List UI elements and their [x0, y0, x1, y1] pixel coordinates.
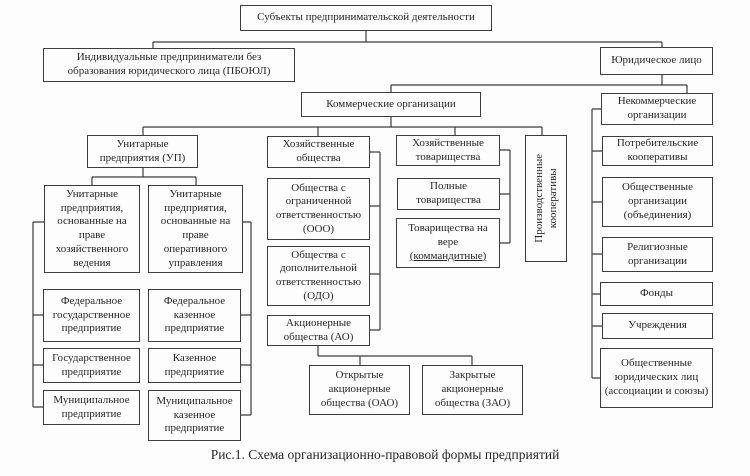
node-business-companies: Хозяйственные общества: [267, 136, 370, 168]
node-federal-kazennoe-enterprise: Федеральное казенное предприятие: [148, 289, 241, 342]
node-religious-organizations: Религиозные организации: [602, 237, 713, 272]
node-kazennoe-enterprise: Казенное предприятие: [148, 348, 241, 383]
node-full-partnerships: Полные товарищества: [397, 178, 500, 210]
node-production-cooperatives: Производственные кооперативы: [525, 135, 567, 262]
figure-caption: Рис.1. Схема организационно-правовой фор…: [210, 447, 560, 462]
node-associations-unions: Общественные юридических лиц (ассоциации…: [600, 348, 713, 408]
node-legal-entity: Юридическое лицо: [600, 47, 713, 75]
node-subjects: Субъекты предпринимательской деятельност…: [240, 5, 492, 31]
node-institutions: Учреждения: [602, 313, 713, 339]
node-ooo: Общества с ограниченной ответственностью…: [267, 178, 370, 240]
node-noncommercial-organizations: Некоммерческие организации: [601, 93, 713, 125]
node-state-enterprise: Государственное предприятие: [43, 348, 140, 383]
node-unitary-operational-management: Унитарные предприятия, основанные на пра…: [148, 185, 243, 273]
node-municipal-kazennoe-enterprise: Муниципальное казенное предприятие: [148, 390, 241, 441]
node-oao: Открытые акционерные общества (ОАО): [309, 365, 410, 415]
node-consumer-cooperatives: Потребительские кооперативы: [602, 136, 713, 166]
node-odo: Общества с дополнительной ответственност…: [267, 246, 370, 306]
node-individual-entrepreneurs: Индивидуальные предприниматели без образ…: [43, 48, 295, 82]
node-zao: Закрытые акционерные общества (ЗАО): [422, 365, 523, 415]
node-business-partnerships: Хозяйственные товарищества: [396, 135, 500, 166]
node-unitary-economic-management: Унитарные предприятия, основанные на пра…: [44, 185, 140, 273]
node-unitary-enterprises: Унитарные предприятия (УП): [87, 135, 198, 168]
node-commercial-organizations: Коммерческие организации: [301, 92, 481, 117]
node-limited-partnerships: Товарищества на вере (коммандитные): [396, 218, 500, 268]
node-federal-state-enterprise: Федеральное государственное предприятие: [43, 289, 140, 342]
node-public-organizations: Общественные организации (объединения): [602, 177, 713, 227]
node-ao: Акционерные общества (АО): [267, 315, 370, 346]
node-municipal-enterprise: Муниципальное предприятие: [43, 390, 140, 425]
node-funds: Фонды: [600, 282, 713, 306]
